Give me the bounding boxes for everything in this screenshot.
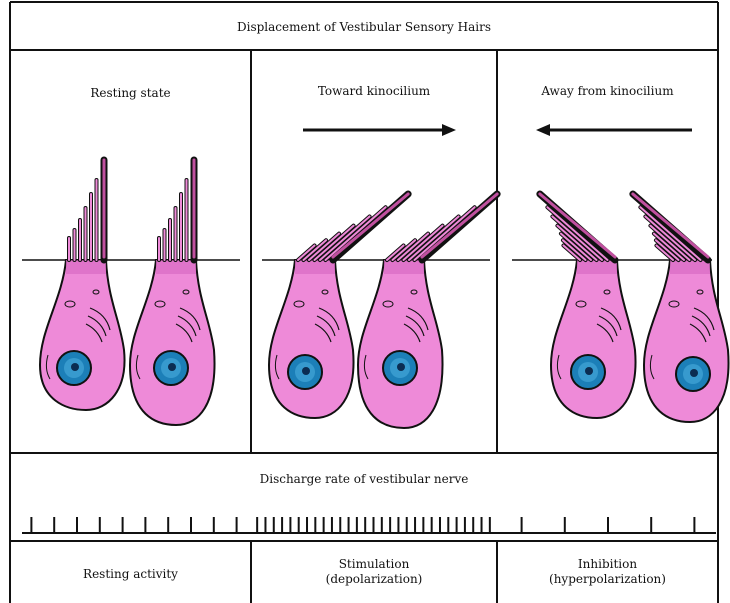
label-stimulation: Stimulation (depolarization)	[251, 557, 497, 587]
nucleolus-3	[302, 367, 310, 375]
label-stimulation-line2: (depolarization)	[251, 572, 497, 587]
panel-title-away: Away from kinocilium	[497, 84, 718, 99]
nucleolus-1	[71, 363, 79, 371]
label-inhibition-line2: (hyperpolarization)	[497, 572, 718, 587]
nucleolus-5	[585, 367, 593, 375]
cuticular-plate-4	[384, 260, 424, 274]
hair-cell-body-1	[40, 260, 125, 410]
label-stimulation-line1: Stimulation	[251, 557, 497, 572]
panel-title-toward: Toward kinocilium	[251, 84, 497, 99]
label-inhibition: Inhibition (hyperpolarization)	[497, 557, 718, 587]
header-title: Displacement of Vestibular Sensory Hairs	[10, 20, 718, 35]
cuticular-plate-3	[295, 260, 335, 274]
nucleolus-4	[397, 363, 405, 371]
kinocilium-fill-3	[333, 194, 408, 257]
stereocilium-fill-3-6	[326, 207, 386, 260]
panel-title-resting: Resting state	[10, 86, 251, 101]
hair-cell-body-5	[551, 260, 636, 418]
label-inhibition-line1: Inhibition	[497, 557, 718, 572]
cuticular-plate-5	[577, 260, 617, 274]
nerve-title: Discharge rate of vestibular nerve	[10, 472, 718, 487]
cuticular-plate-2	[156, 260, 196, 274]
hair-cell-body-6	[644, 260, 729, 422]
cuticular-plate-6	[670, 260, 710, 274]
hair-cell-body-3	[269, 260, 354, 418]
label-resting: Resting activity	[10, 567, 251, 582]
kinocilium-fill-4	[422, 194, 497, 257]
hair-cell-body-4	[358, 260, 443, 428]
arrow-right-head	[442, 124, 456, 136]
nucleolus-6	[690, 369, 698, 377]
hair-cell-body-2	[130, 260, 215, 425]
cuticular-plate-1	[66, 260, 106, 274]
arrow-left-head	[536, 124, 550, 136]
stereocilium-fill-4-6	[415, 207, 475, 260]
label-resting-line1: Resting activity	[10, 567, 251, 582]
nucleolus-2	[168, 363, 176, 371]
